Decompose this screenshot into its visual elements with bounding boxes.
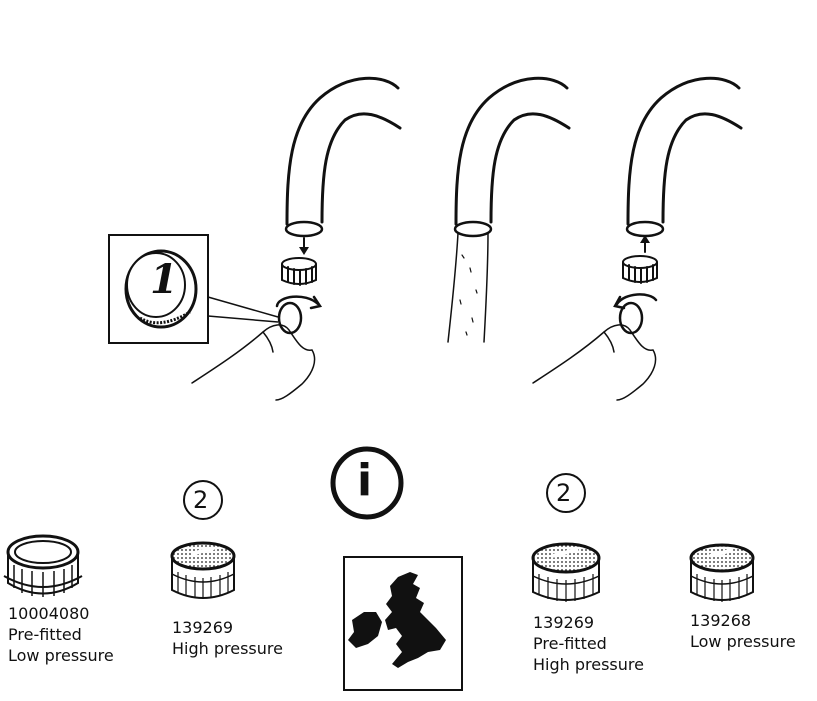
rotate-arrow-icon bbox=[275, 295, 320, 308]
aerator-insert-icon bbox=[689, 543, 755, 602]
coin-large-icon bbox=[124, 249, 198, 329]
part-pressure: Low pressure bbox=[690, 632, 796, 651]
step-flush-water bbox=[447, 76, 571, 343]
step-refit-aerator bbox=[532, 76, 743, 401]
part-code: 10004080 bbox=[8, 604, 90, 623]
info-icon bbox=[330, 446, 404, 520]
part-label-139269-prefitted: 139269 Pre-fitted High pressure bbox=[533, 612, 644, 675]
part-label-10004080: 10004080 Pre-fitted Low pressure bbox=[8, 603, 114, 666]
aerator-insert-icon bbox=[531, 542, 601, 602]
water-stream-icon bbox=[447, 232, 459, 343]
hand-icon bbox=[532, 324, 657, 401]
coin-icon bbox=[618, 301, 644, 335]
part-fitment: Pre-fitted bbox=[8, 625, 82, 644]
part-code: 139269 bbox=[533, 613, 595, 632]
circled-number-text: 2 bbox=[556, 479, 572, 507]
uk-ireland-map-icon bbox=[343, 556, 463, 691]
coin-icon bbox=[277, 301, 303, 335]
hand-icon bbox=[191, 324, 316, 401]
part-fitment: Pre-fitted bbox=[533, 634, 607, 653]
part-code: 139268 bbox=[690, 611, 752, 630]
circled-number-2 bbox=[183, 480, 223, 520]
coin-number-label: 1 bbox=[150, 256, 178, 303]
part-pressure: High pressure bbox=[172, 639, 283, 658]
part-label-139268: 139268 Low pressure bbox=[690, 610, 796, 652]
aerator-icon bbox=[622, 255, 658, 284]
aerator-housing-icon bbox=[3, 534, 83, 597]
aerator-icon bbox=[281, 257, 317, 286]
circled-number-text: 2 bbox=[193, 486, 209, 514]
part-pressure: Low pressure bbox=[8, 646, 114, 665]
aerator-insert-icon bbox=[170, 541, 236, 599]
info-symbol: i bbox=[357, 455, 373, 506]
circled-number-2 bbox=[546, 473, 586, 513]
coin-zoom-inset bbox=[108, 234, 279, 344]
part-pressure: High pressure bbox=[533, 655, 644, 674]
rotate-arrow-icon bbox=[615, 293, 658, 306]
step-remove-aerator bbox=[191, 76, 402, 401]
part-label-139269-high: 139269 High pressure bbox=[172, 617, 283, 659]
part-code: 139269 bbox=[172, 618, 234, 637]
